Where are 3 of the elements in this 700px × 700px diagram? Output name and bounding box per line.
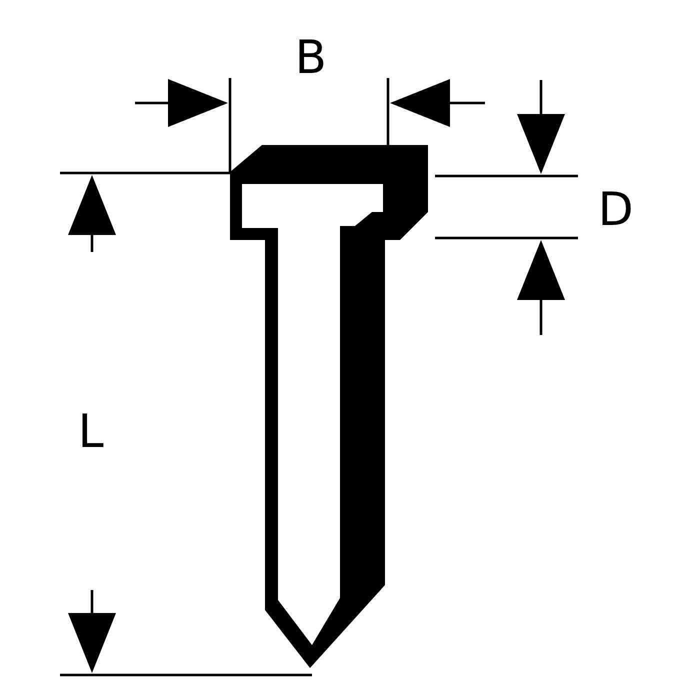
dimension-label: L xyxy=(78,408,104,454)
dimension-label: B xyxy=(295,34,327,80)
dimension-label: D xyxy=(598,186,634,232)
